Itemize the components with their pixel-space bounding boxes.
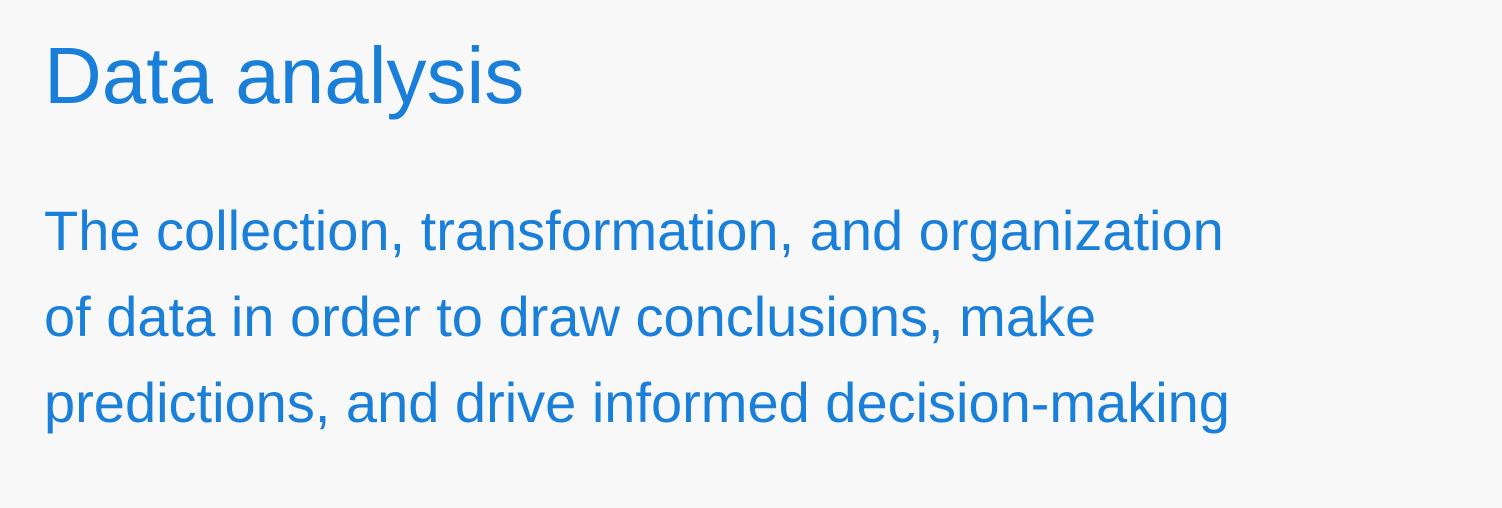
definition-text: The collection, transformation, and orga… xyxy=(44,188,1230,446)
slide-title: Data analysis xyxy=(44,31,525,120)
definition-line: of data in order to draw conclusions, ma… xyxy=(44,285,1097,348)
definition-line: predictions, and drive informed decision… xyxy=(44,371,1230,434)
definition-line: The collection, transformation, and orga… xyxy=(44,199,1224,262)
